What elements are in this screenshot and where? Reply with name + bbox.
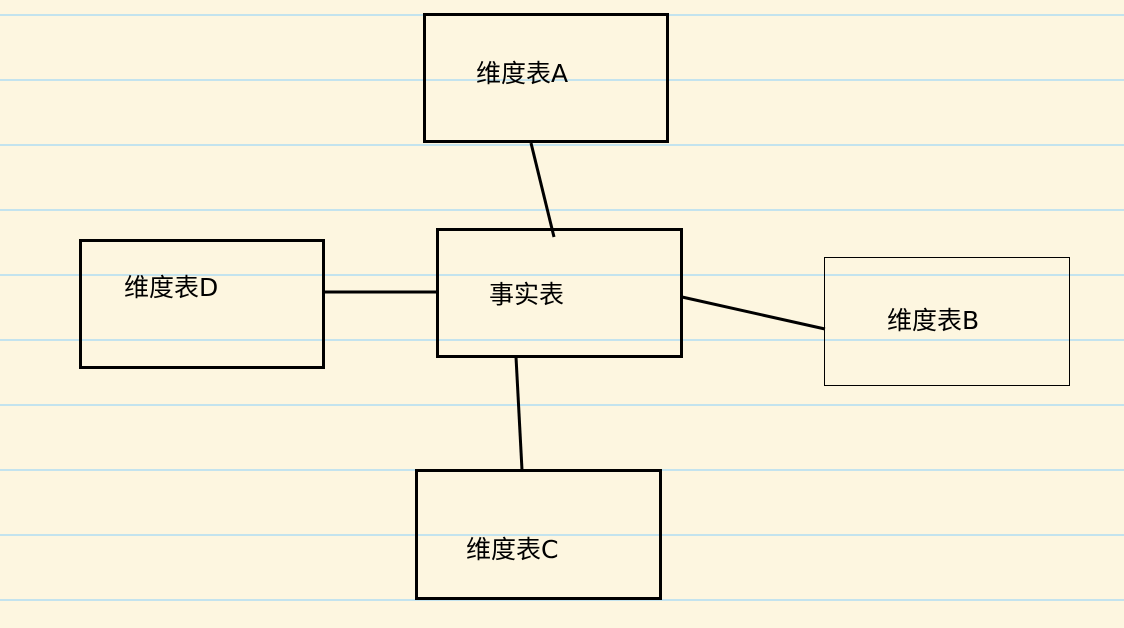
dimension-table-a-label: 维度表A (476, 59, 569, 88)
fact-table-label: 事实表 (489, 280, 565, 309)
dimension-table-d-box (79, 239, 325, 369)
dimension-table-d-label: 维度表D (124, 273, 219, 302)
dimension-table-c-box (415, 469, 662, 600)
dimension-table-b-box (824, 257, 1070, 386)
fact-table-box (436, 228, 683, 358)
connector-fact-dimC (514, 356, 524, 471)
connector-fact-dimA (529, 142, 556, 238)
dimension-table-a-box (423, 13, 669, 143)
dimension-table-c-label: 维度表C (466, 535, 559, 564)
connector-fact-dimB (681, 295, 826, 331)
dimension-table-b-label: 维度表B (887, 306, 980, 335)
